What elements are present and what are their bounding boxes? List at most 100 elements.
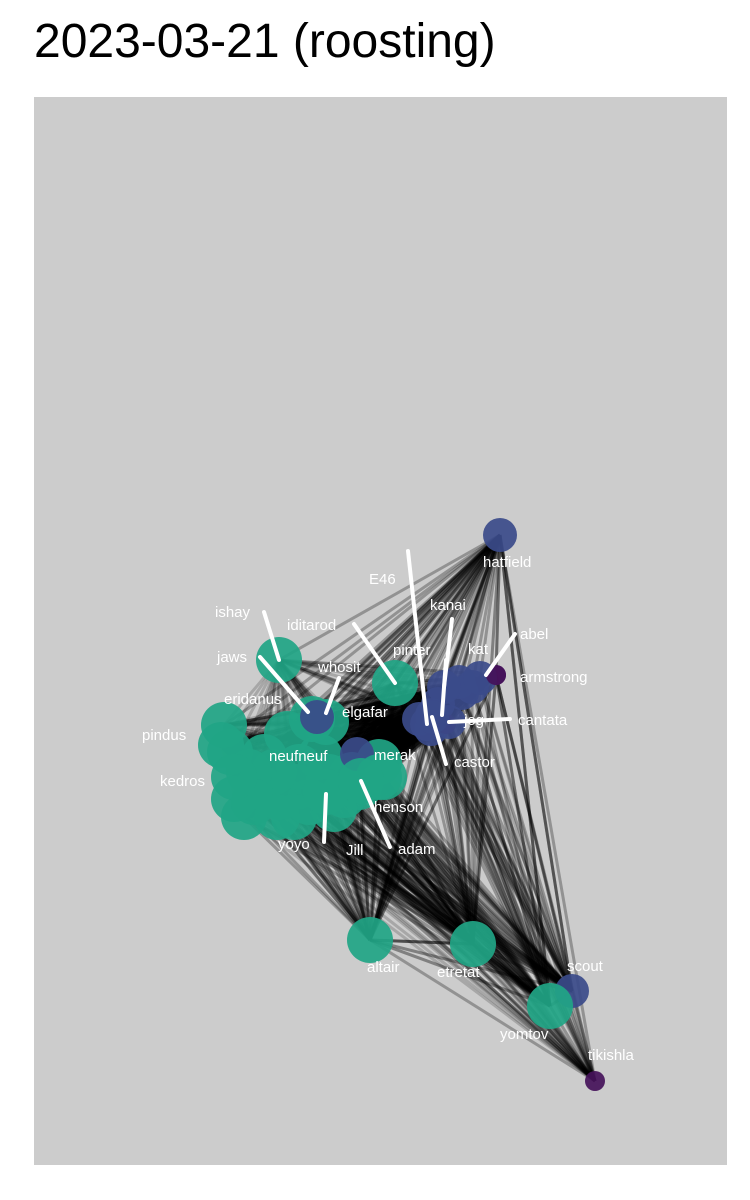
edge-line — [368, 728, 433, 941]
edge-line — [425, 723, 475, 945]
edge-line — [328, 775, 573, 993]
edge-line — [470, 686, 597, 1082]
edge-line — [494, 534, 502, 676]
edge-line — [417, 718, 475, 945]
edge-line — [369, 938, 596, 1083]
edge-line — [447, 721, 574, 992]
leader-line-cantata — [447, 717, 512, 724]
node-tikishla — [585, 1071, 605, 1091]
edge-line — [359, 780, 475, 945]
edge-line — [436, 703, 574, 992]
node-label-yoyo: yoyo — [278, 836, 310, 853]
edge-line — [478, 677, 574, 992]
edge-line — [471, 534, 502, 945]
edge-line — [498, 534, 552, 1007]
node-label-jill: Jill — [346, 842, 364, 859]
edge-line — [377, 761, 597, 1082]
edge-line — [494, 674, 552, 1007]
edge-line — [333, 807, 573, 993]
edge-line — [429, 728, 597, 1082]
edge-line — [436, 703, 475, 945]
edge-line — [355, 534, 502, 755]
edge-line — [498, 534, 574, 992]
edge-line — [447, 721, 552, 1007]
edge-line — [368, 776, 386, 941]
edge-line — [382, 776, 574, 992]
edge-line — [278, 658, 433, 717]
edge-line — [382, 534, 502, 778]
edge-line — [368, 682, 397, 941]
edge-line — [293, 815, 551, 1008]
node-layer — [201, 518, 605, 1091]
edge-line — [350, 773, 574, 993]
edge-line — [359, 779, 574, 993]
edge-line — [368, 723, 429, 941]
edge-line — [457, 681, 574, 992]
edge-line — [494, 674, 552, 1007]
edge-line — [393, 534, 502, 684]
node-label-neufneuf: neufneuf — [269, 748, 328, 765]
edge-line — [478, 677, 552, 1007]
edge-line — [359, 780, 475, 945]
edge-line — [447, 721, 475, 945]
edge-line — [444, 723, 552, 1007]
edge-line — [417, 718, 475, 945]
node-neufneuf — [297, 734, 343, 780]
edge-line — [276, 815, 573, 993]
node-label-eridanus: eridanus — [224, 691, 282, 708]
edge-line — [430, 716, 574, 992]
edge-line — [276, 815, 573, 993]
edge-line — [494, 674, 597, 1082]
edge-line — [355, 534, 502, 755]
edge-line — [470, 686, 574, 992]
edge-line — [430, 714, 552, 1007]
edge-line — [470, 686, 552, 1007]
leader-line-castor — [430, 715, 448, 766]
edge-line — [444, 723, 475, 945]
node-etretat — [450, 921, 496, 967]
edge-line — [243, 815, 551, 1008]
edge-line — [293, 815, 551, 1008]
edge-line — [327, 534, 502, 778]
edge-line — [377, 534, 502, 763]
node-label-merak: merak — [374, 747, 416, 764]
edge-line — [430, 714, 552, 1007]
edge-line — [460, 692, 574, 992]
edge-line — [278, 658, 428, 726]
edge-line — [478, 677, 552, 1007]
edge-line — [368, 716, 434, 941]
edge-line — [494, 674, 597, 1082]
edge-line — [243, 815, 573, 993]
edge-line — [429, 728, 475, 945]
edge-line — [444, 723, 597, 1082]
edge-line — [442, 686, 552, 1007]
leader-line-pinter — [440, 658, 448, 717]
edge-line — [460, 692, 574, 992]
edge-line — [342, 794, 475, 945]
edge-line — [310, 533, 502, 721]
node-label-jaws: jaws — [216, 649, 247, 666]
edge-line — [430, 714, 574, 992]
edge-line — [357, 786, 372, 941]
edge-line — [382, 776, 574, 992]
edge-line — [460, 692, 475, 945]
node-label-ishay: ishay — [215, 604, 251, 621]
edge-line — [276, 815, 551, 1008]
edge-line — [369, 938, 551, 1008]
node-label-armstrong: armstrong — [520, 669, 588, 686]
edge-line — [308, 800, 573, 993]
edge-line — [478, 534, 502, 679]
edge-line — [278, 658, 460, 684]
edge-line — [324, 790, 552, 1008]
edge-line — [368, 718, 421, 941]
edge-line — [430, 716, 552, 1007]
edge-line — [368, 682, 397, 941]
edge-line — [357, 786, 552, 1007]
edge-line — [368, 721, 451, 941]
edge-line — [243, 815, 573, 993]
edge-line — [278, 533, 501, 662]
edge-line — [357, 786, 475, 945]
edge-line — [233, 797, 596, 1083]
